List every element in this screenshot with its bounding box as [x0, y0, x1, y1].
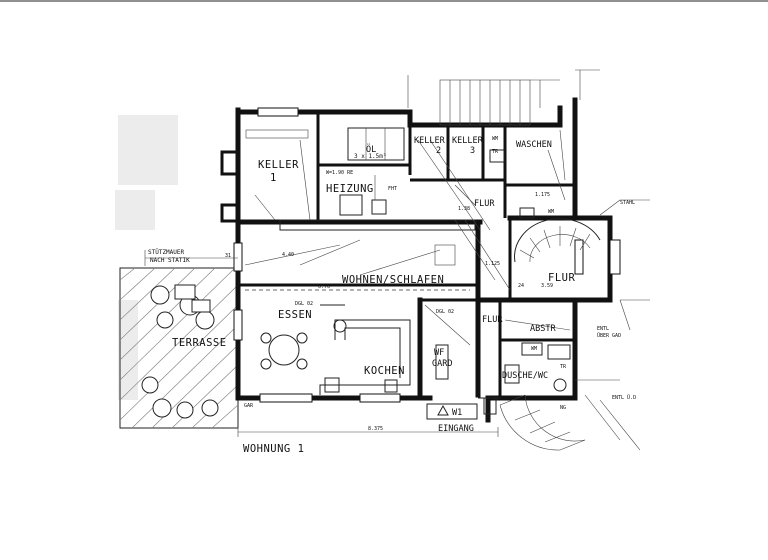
dim-1175-label: 1.175 — [535, 192, 550, 198]
room-labels: KELLER 1 ÖL 3 x 1.5m³ HEIZUNG KELLER 2 K… — [172, 136, 575, 381]
dgl-label-1: DGL 02 — [295, 301, 313, 307]
room-dusche-label: DUSCHE/WC — [502, 371, 548, 381]
dgl-label-2: DGL 02 — [436, 309, 454, 315]
eingang-label: EINGANG — [438, 424, 474, 434]
entl-ud-label: ENTL Ü.D — [612, 394, 636, 401]
internal-walls — [235, 112, 613, 401]
dim-flur-label: 3.59 — [541, 283, 553, 289]
dim-bottom-label: 8.375 — [368, 426, 383, 432]
keller1-detail — [245, 129, 311, 221]
room-flur-stair-label: FLUR — [474, 199, 495, 209]
room-oel-label: ÖL — [366, 144, 376, 155]
wm-label-2: WM — [548, 209, 554, 215]
gar-label: GAR — [244, 403, 254, 409]
chimney — [220, 150, 240, 223]
room-keller1-label: KELLER — [258, 159, 299, 171]
bottom-dimension — [237, 427, 499, 437]
heating-detail — [339, 175, 387, 216]
wm-label-3: WM — [531, 346, 537, 352]
room-wf-label: WF — [434, 348, 444, 358]
waschen-fixtures — [489, 129, 566, 219]
room-abstr-label: ABSTR — [530, 324, 556, 334]
tr-label-1: TR — [492, 149, 499, 155]
ng-label: NG — [560, 405, 566, 411]
wm-label-1: WM — [492, 136, 498, 142]
stuetzmauer-label: STÜTZMAUER — [148, 249, 185, 256]
room-wohnen-label: WOHNEN/SCHLAFEN — [342, 274, 444, 286]
kitchen-counter — [319, 304, 411, 395]
entrance-steps — [499, 394, 641, 451]
room-flur-hall-label: FLUR — [548, 272, 575, 284]
terrace — [119, 267, 239, 429]
spiral-stair — [514, 218, 601, 263]
dim-1125-label: 1.125 — [485, 261, 500, 267]
dim-44-label: 4.40 — [282, 252, 294, 258]
garderobe — [424, 304, 471, 380]
room-flur-lower-label: FLUR — [482, 315, 503, 325]
entl-gad-label: ÜBER GAD — [597, 332, 621, 339]
room-heizung-label: HEIZUNG — [326, 183, 374, 195]
room-keller3-number: 3 — [470, 146, 475, 156]
room-terrasse-label: TERRASSE — [172, 337, 227, 349]
dining-table — [260, 332, 308, 370]
exterior-right — [575, 199, 650, 381]
w1-label: W1 — [452, 408, 462, 418]
dim-138-label: 1.38 — [458, 206, 470, 212]
wohnung-label: WOHNUNG 1 — [243, 443, 304, 455]
wohnen-details — [244, 239, 470, 291]
stair-diagonals — [417, 139, 511, 291]
annotation-labels: STÜTZMAUER NACH STATIK EINGANG WOHNUNG 1… — [148, 136, 636, 455]
dim-wohnen-label: 6.76 — [318, 284, 330, 290]
tr-label-2: TR — [560, 364, 567, 370]
room-kochen-label: KOCHEN — [364, 365, 405, 377]
dim-w-label: W=1.90 RE — [326, 170, 353, 176]
room-waschen-label: WASCHEN — [516, 140, 552, 150]
room-essen-label: ESSEN — [278, 309, 312, 321]
dim-31-label: 31 — [225, 253, 231, 259]
entl-label: ENTL — [597, 326, 609, 332]
room-keller1-number: 1 — [270, 172, 277, 184]
windows — [233, 107, 621, 403]
w1-marker — [426, 403, 478, 420]
room-garderobe-label: GARD — [432, 359, 452, 369]
stairs-upper — [407, 69, 600, 126]
room-keller2-label: KELLER — [414, 136, 446, 146]
entrance-door — [478, 397, 500, 415]
retaining-wall-line — [144, 250, 238, 266]
oil-tanks — [347, 127, 405, 161]
fht-label: FHT — [388, 186, 397, 192]
bath-fixtures — [504, 319, 571, 392]
stahl-label: STAHL — [620, 200, 635, 206]
scan-marks — [115, 115, 178, 400]
room-keller2-number: 2 — [436, 146, 441, 156]
statik-label: NACH STATIK — [150, 257, 190, 264]
oel-capacity: 3 x 1.5m³ — [354, 153, 387, 160]
dim-24-label: 24 — [518, 283, 524, 289]
room-keller3-label: KELLER — [452, 136, 484, 146]
